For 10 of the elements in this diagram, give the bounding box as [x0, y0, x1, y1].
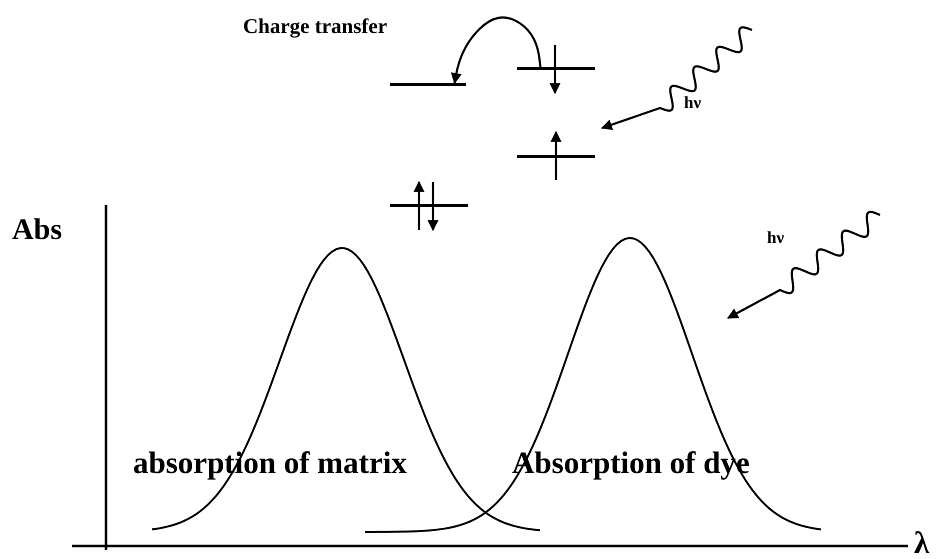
energy-level — [517, 67, 595, 70]
axis-label: Abs — [12, 215, 62, 245]
photon-energy-label: hν — [767, 229, 784, 246]
photon-energy-label: hν — [684, 94, 702, 111]
charge-transfer-arrow — [450, 16, 542, 84]
axis-label: λ — [914, 527, 930, 558]
energy-level — [517, 155, 595, 158]
caption-text: Charge transfer — [243, 16, 388, 37]
energy-level — [390, 83, 466, 86]
energy-level — [390, 204, 468, 207]
